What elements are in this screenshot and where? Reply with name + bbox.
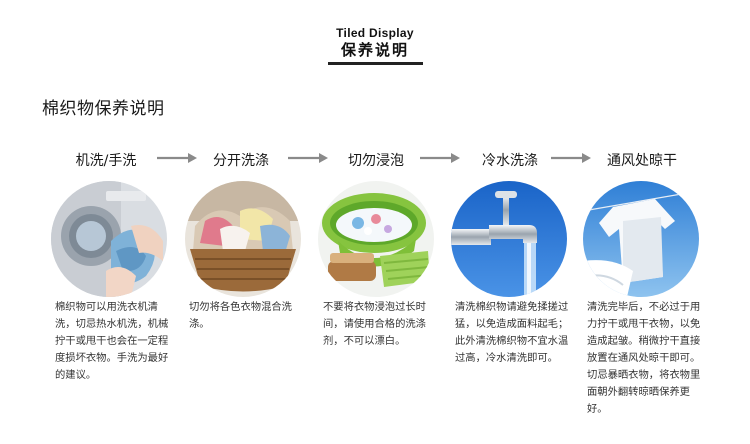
- step-2-label: 分开洗涤: [213, 153, 269, 169]
- washing-machine-image: [51, 181, 167, 297]
- step-3-description: 不要将衣物浸泡过长时间，请使用合格的洗涤剂，不可以漂白。: [323, 301, 426, 347]
- arrow-right-icon: [288, 153, 328, 163]
- arrow-right-icon: [420, 153, 460, 163]
- step-3-label: 切勿浸泡: [348, 153, 404, 169]
- step-2-description: 切勿将各色衣物混合洗涤。: [189, 301, 292, 330]
- step-1-label: 机洗/手洗: [75, 153, 137, 169]
- water-faucet-image: [451, 181, 567, 297]
- page-header: Tiled Display 保养说明: [0, 26, 750, 65]
- step-4-label: 冷水洗涤: [482, 153, 538, 169]
- header-title-cn: 保养说明: [340, 41, 409, 59]
- drying-shirt-image: [583, 181, 699, 297]
- step-5-label: 通风处晾干: [607, 153, 677, 169]
- header-title-en: Tiled Display: [336, 26, 414, 40]
- arrow-right-icon: [157, 153, 197, 163]
- step-4-description: 清洗棉织物请避免揉搓过猛，以免造成面料起毛；此外清洗棉织物不宜水温过高，冷水清洗…: [455, 301, 569, 364]
- soaking-basin-image: [318, 181, 434, 297]
- step-5-description: 清洗完毕后，不必过于用力拧干或甩干衣物，以免造成起皱。稍微拧干直接放置在通风处晾…: [587, 301, 701, 415]
- header-underline: [327, 62, 423, 65]
- step-1-description: 棉织物可以用洗衣机清洗，切忌热水机洗，机械拧干或甩干也会在一定程度损坏衣物。手洗…: [55, 301, 169, 381]
- laundry-basket-image: [185, 181, 301, 297]
- arrow-right-icon: [551, 153, 591, 163]
- section-title: 棉织物保养说明: [42, 99, 165, 119]
